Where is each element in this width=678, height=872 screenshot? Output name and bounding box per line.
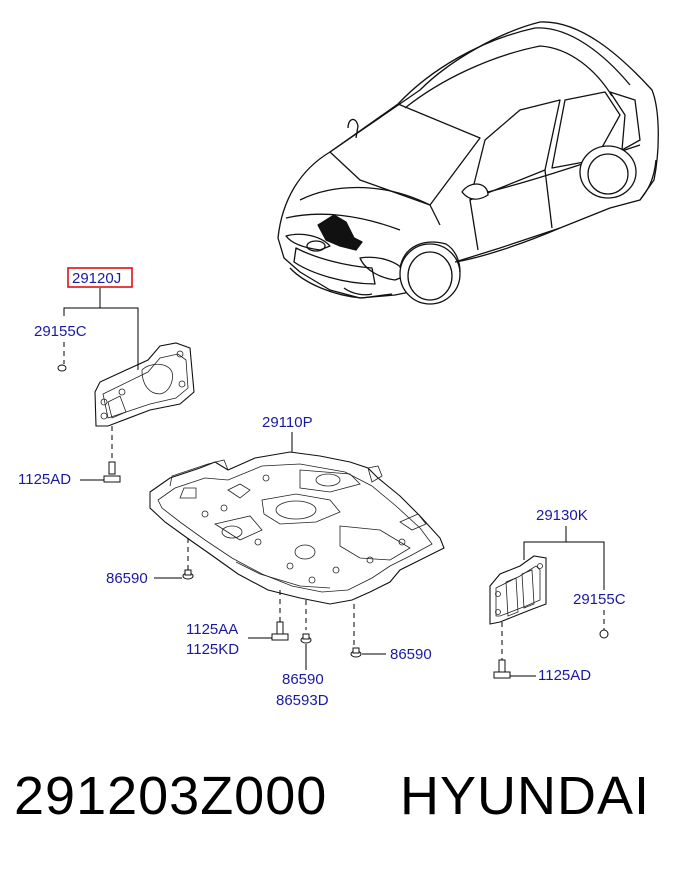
clip-icon bbox=[350, 647, 362, 658]
clip-icon bbox=[300, 633, 312, 644]
label-86590-bottom[interactable]: 86590 bbox=[282, 671, 324, 688]
label-1125aa[interactable]: 1125AA bbox=[186, 621, 238, 638]
part-number-caption: 291203Z000 bbox=[14, 766, 328, 826]
label-86593d[interactable]: 86593D bbox=[276, 692, 329, 709]
highlight-box bbox=[67, 267, 133, 288]
car-illustration bbox=[277, 21, 659, 305]
label-1125kd[interactable]: 1125KD bbox=[186, 641, 239, 658]
clip-icon bbox=[182, 569, 194, 580]
label-1125ad-left[interactable]: 1125AD bbox=[18, 471, 71, 488]
clip-icon bbox=[57, 364, 67, 372]
right-cover-part bbox=[489, 555, 547, 625]
label-1125ad-right[interactable]: 1125AD bbox=[538, 667, 591, 684]
left-cover-part bbox=[94, 342, 195, 427]
clip-icon bbox=[599, 629, 609, 639]
label-86590-left[interactable]: 86590 bbox=[106, 570, 148, 587]
main-under-cover bbox=[149, 451, 445, 605]
label-29155c-left[interactable]: 29155C bbox=[34, 323, 87, 340]
brand-caption: HYUNDAI bbox=[400, 766, 651, 826]
label-86590-right[interactable]: 86590 bbox=[390, 646, 432, 663]
bolt-icon bbox=[103, 461, 121, 483]
label-29130k[interactable]: 29130K bbox=[536, 507, 588, 524]
bolt-icon bbox=[493, 659, 511, 679]
label-29120j[interactable]: 29120J bbox=[72, 270, 121, 287]
label-29155c-right[interactable]: 29155C bbox=[573, 591, 626, 608]
label-29110p[interactable]: 29110P bbox=[262, 414, 313, 431]
bolt-icon bbox=[271, 621, 289, 641]
